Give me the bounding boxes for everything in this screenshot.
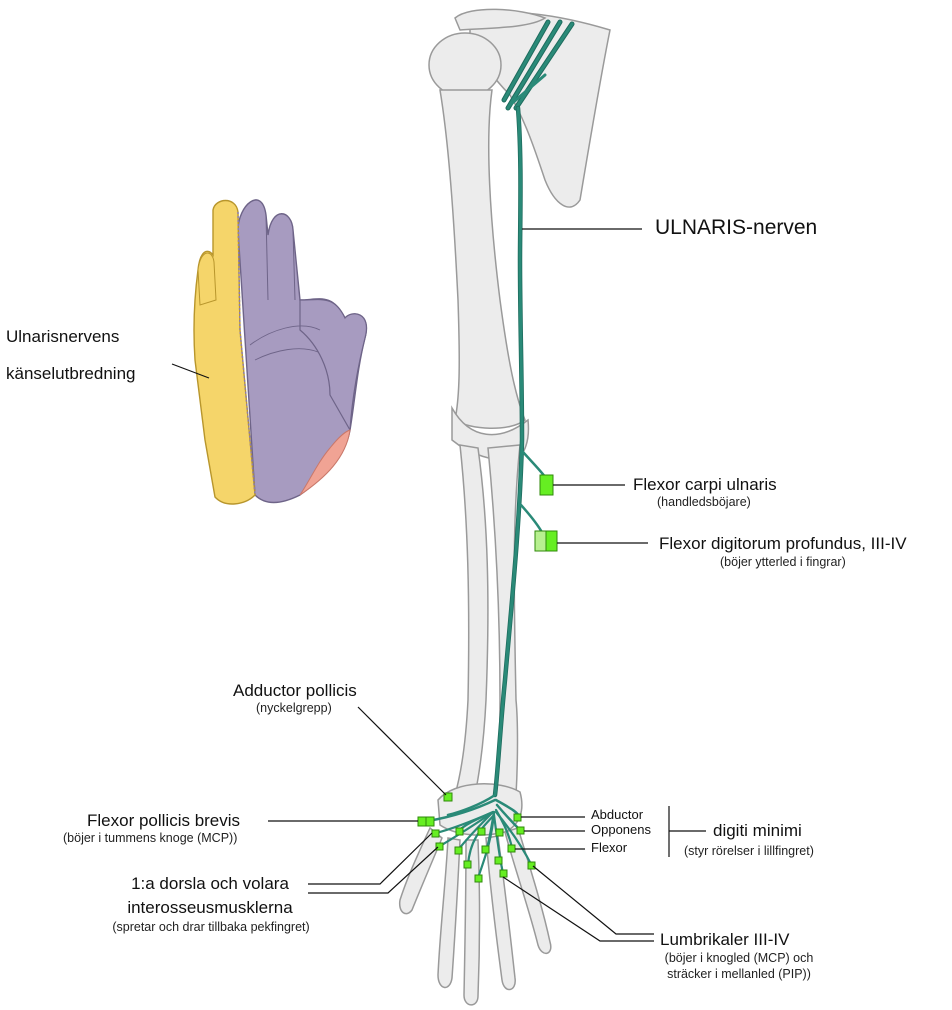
marker-fpb-a (418, 817, 426, 826)
marker-lumbrical-a (464, 861, 471, 868)
lumbricals-sublabel-1: (böjer i knogled (MCP) och (632, 951, 846, 965)
marker-fpb-b (426, 817, 434, 826)
marker-flexor-carpi-ulnaris (540, 475, 553, 495)
marker-fdp-light (535, 531, 546, 551)
marker-flexor-dm (508, 845, 515, 852)
interossei-sublabel: (spretar och drar tillbaka pekfingret) (80, 920, 342, 934)
marker-abductor-dm (514, 814, 521, 821)
fdp-sublabel: (böjer ytterled i fingrar) (720, 555, 846, 569)
adductor-pollicis-label: Adductor pollicis (233, 681, 357, 701)
marker-opponens-dm (517, 827, 524, 834)
fdp-label: Flexor digitorum profundus, III-IV (659, 534, 907, 554)
interossei-label-line2: interosseusmusklerna (122, 898, 298, 918)
abductor-label: Abductor (591, 808, 643, 823)
sensory-label-line2: känselutbredning (6, 364, 135, 384)
interossei-label-line1: 1:a dorsla och volara (122, 874, 298, 894)
marker-interossei-a (432, 830, 439, 837)
ulna (488, 445, 520, 795)
fpb-label: Flexor pollicis brevis (87, 811, 240, 831)
humerus-head (429, 33, 501, 97)
marker-lumbrical-c (500, 870, 507, 877)
marker-lumbrical-b (475, 875, 482, 882)
adductor-pollicis-sublabel: (nyckelgrepp) (256, 701, 332, 715)
marker-lumbrical-d (528, 862, 535, 869)
lumbricals-sublabel-2: sträcker i mellanled (PIP)) (632, 967, 846, 981)
index-finger-bones (438, 838, 460, 987)
marker-interossei-e (478, 828, 485, 835)
marker-interossei-b (436, 843, 443, 850)
bones (400, 9, 610, 1005)
marker-interossei-f (482, 846, 489, 853)
thumb-bones (400, 828, 442, 914)
fcu-label: Flexor carpi ulnaris (633, 475, 777, 495)
flexor-label: Flexor (591, 841, 627, 856)
digiti-minimi-label: digiti minimi (713, 821, 802, 841)
nerve-title: ULNARIS-nerven (655, 216, 817, 240)
sensory-label-line1: Ulnarisnervens (6, 327, 119, 347)
lumbricals-label: Lumbrikaler III-IV (660, 930, 789, 950)
marker-fdp (546, 531, 557, 551)
radius (455, 445, 488, 795)
marker-interossei-g (496, 829, 503, 836)
digiti-minimi-sublabel: (styr rörelser i lillfingret) (684, 844, 814, 858)
fcu-sublabel: (handledsböjare) (657, 495, 751, 509)
humerus (440, 90, 525, 428)
opponens-label: Opponens (591, 823, 651, 838)
scapula (470, 13, 610, 207)
fpb-sublabel: (böjer i tummens knoge (MCP)) (63, 831, 237, 845)
marker-interossei-c (456, 828, 463, 835)
marker-interossei-h (495, 857, 502, 864)
marker-interossei-d (455, 847, 462, 854)
sensory-hand-illustration (172, 200, 366, 504)
